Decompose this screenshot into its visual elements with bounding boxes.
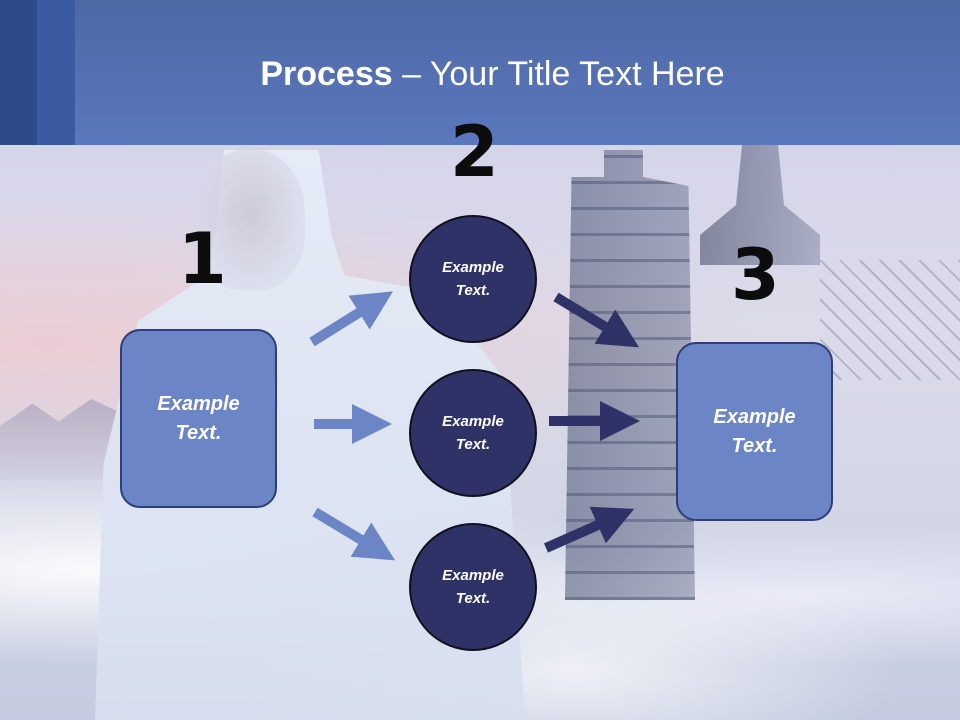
right-box-text: Example Text. [713, 405, 796, 457]
circle-3-text: Example Text. [442, 567, 504, 607]
slide-title[interactable]: Process – Your Title Text Here [0, 52, 960, 96]
left-box-text: Example Text. [157, 392, 240, 444]
arrow-to-circle-3 [312, 507, 396, 561]
process-circle-2[interactable]: Example Text. [409, 369, 537, 497]
header-accent-dark [0, 0, 37, 145]
right-process-box[interactable]: Example Text. [676, 342, 833, 521]
header-accent-mid [37, 0, 75, 145]
arrow-to-circle-1 [309, 291, 393, 347]
left-process-box[interactable]: Example Text. [120, 329, 277, 508]
arrow-from-circle-1 [553, 292, 640, 348]
circle-1-text: Example Text. [442, 259, 504, 299]
circle-2-text: Example Text. [442, 413, 504, 453]
arrow-from-circle-3 [543, 506, 635, 553]
step-number-3: 3 [731, 234, 780, 316]
process-circle-3[interactable]: Example Text. [409, 523, 537, 651]
step-number-1: 1 [178, 218, 227, 300]
header-band [0, 0, 960, 145]
step-number-2: 2 [450, 111, 499, 193]
gantry-structure [820, 260, 960, 380]
person-face [195, 150, 305, 290]
title-bold: Process [260, 55, 393, 93]
title-rest: – Your Title Text Here [392, 55, 725, 93]
process-circle-1[interactable]: Example Text. [409, 215, 537, 343]
